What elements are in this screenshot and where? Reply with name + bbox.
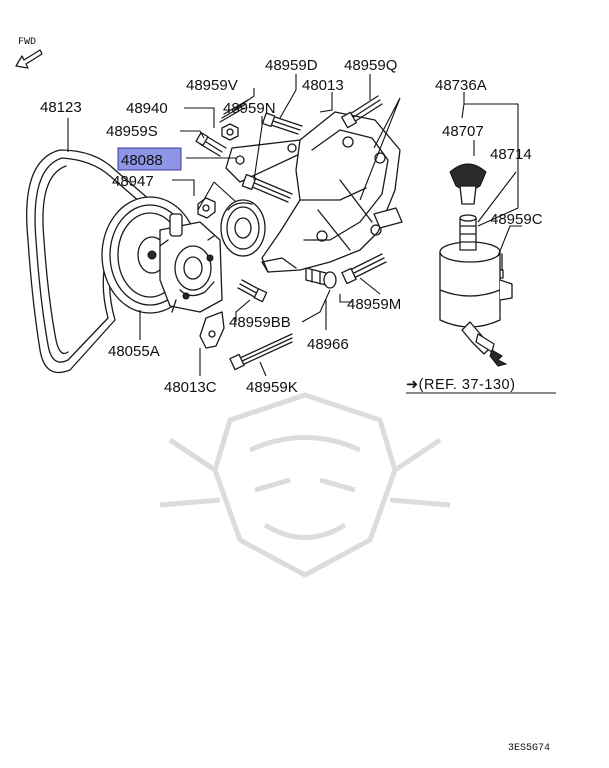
bolt-48959K: [229, 333, 293, 371]
highlight-box: [117, 147, 182, 171]
label-48940: 48940: [126, 100, 168, 117]
drive-belt: [26, 149, 151, 374]
bolt-48959D: [261, 112, 303, 135]
label-48959N: 48959N: [223, 100, 276, 117]
label-48707: 48707: [442, 123, 484, 140]
power-steering-pump: [159, 213, 223, 313]
reservoir-filter: [459, 214, 477, 251]
label-48959C: 48959C: [490, 211, 543, 228]
fwd-arrow-icon: FWD: [15, 37, 43, 69]
reference-note: ➜(REF. 37-130): [406, 377, 515, 393]
label-48123: 48123: [40, 99, 82, 116]
label-48736A: 48736A: [435, 77, 487, 94]
label-48088: 48088: [121, 152, 163, 169]
label-48959V: 48959V: [186, 77, 238, 94]
bolts: [195, 95, 504, 371]
label-48013C: 48013C: [164, 379, 217, 396]
reservoir-tank: [439, 241, 513, 367]
label-48055A: 48055A: [108, 343, 160, 360]
label-48959M: 48959M: [347, 296, 401, 313]
bolt-48959BB: [237, 279, 268, 303]
label-48947: 48947: [112, 173, 154, 190]
bolt-48940: [221, 123, 239, 141]
bolt-48959Q: [341, 95, 383, 129]
bolt-48959S: [195, 132, 227, 157]
label-48959Q: 48959Q: [344, 57, 397, 74]
idler-pulley: [220, 199, 266, 257]
fwd-label: FWD: [18, 37, 36, 48]
idler-nut: [197, 197, 216, 219]
main-bracket: [261, 111, 403, 273]
label-48966: 48966: [307, 336, 349, 353]
label-48959BB: 48959BB: [229, 314, 291, 331]
reservoir-cap: [449, 163, 487, 205]
label-48959K: 48959K: [246, 379, 298, 396]
bracket-plate: [225, 139, 305, 183]
label-48714: 48714: [490, 146, 532, 163]
bolt-48959N: [241, 174, 293, 203]
lower-bracket: [199, 311, 225, 349]
label-48959S: 48959S: [106, 123, 158, 140]
bolt-48959M: [341, 253, 387, 285]
leader-lines: [67, 74, 556, 394]
diagram-code: 3ES5G74: [508, 743, 550, 754]
watermark-emblem: [159, 392, 451, 578]
part-labels: 48123 48940 48959S 48088 48947 48959V 48…: [40, 57, 543, 396]
bolt-48966: [305, 267, 337, 289]
label-48959D: 48959D: [265, 57, 318, 74]
label-48013: 48013: [302, 77, 344, 94]
